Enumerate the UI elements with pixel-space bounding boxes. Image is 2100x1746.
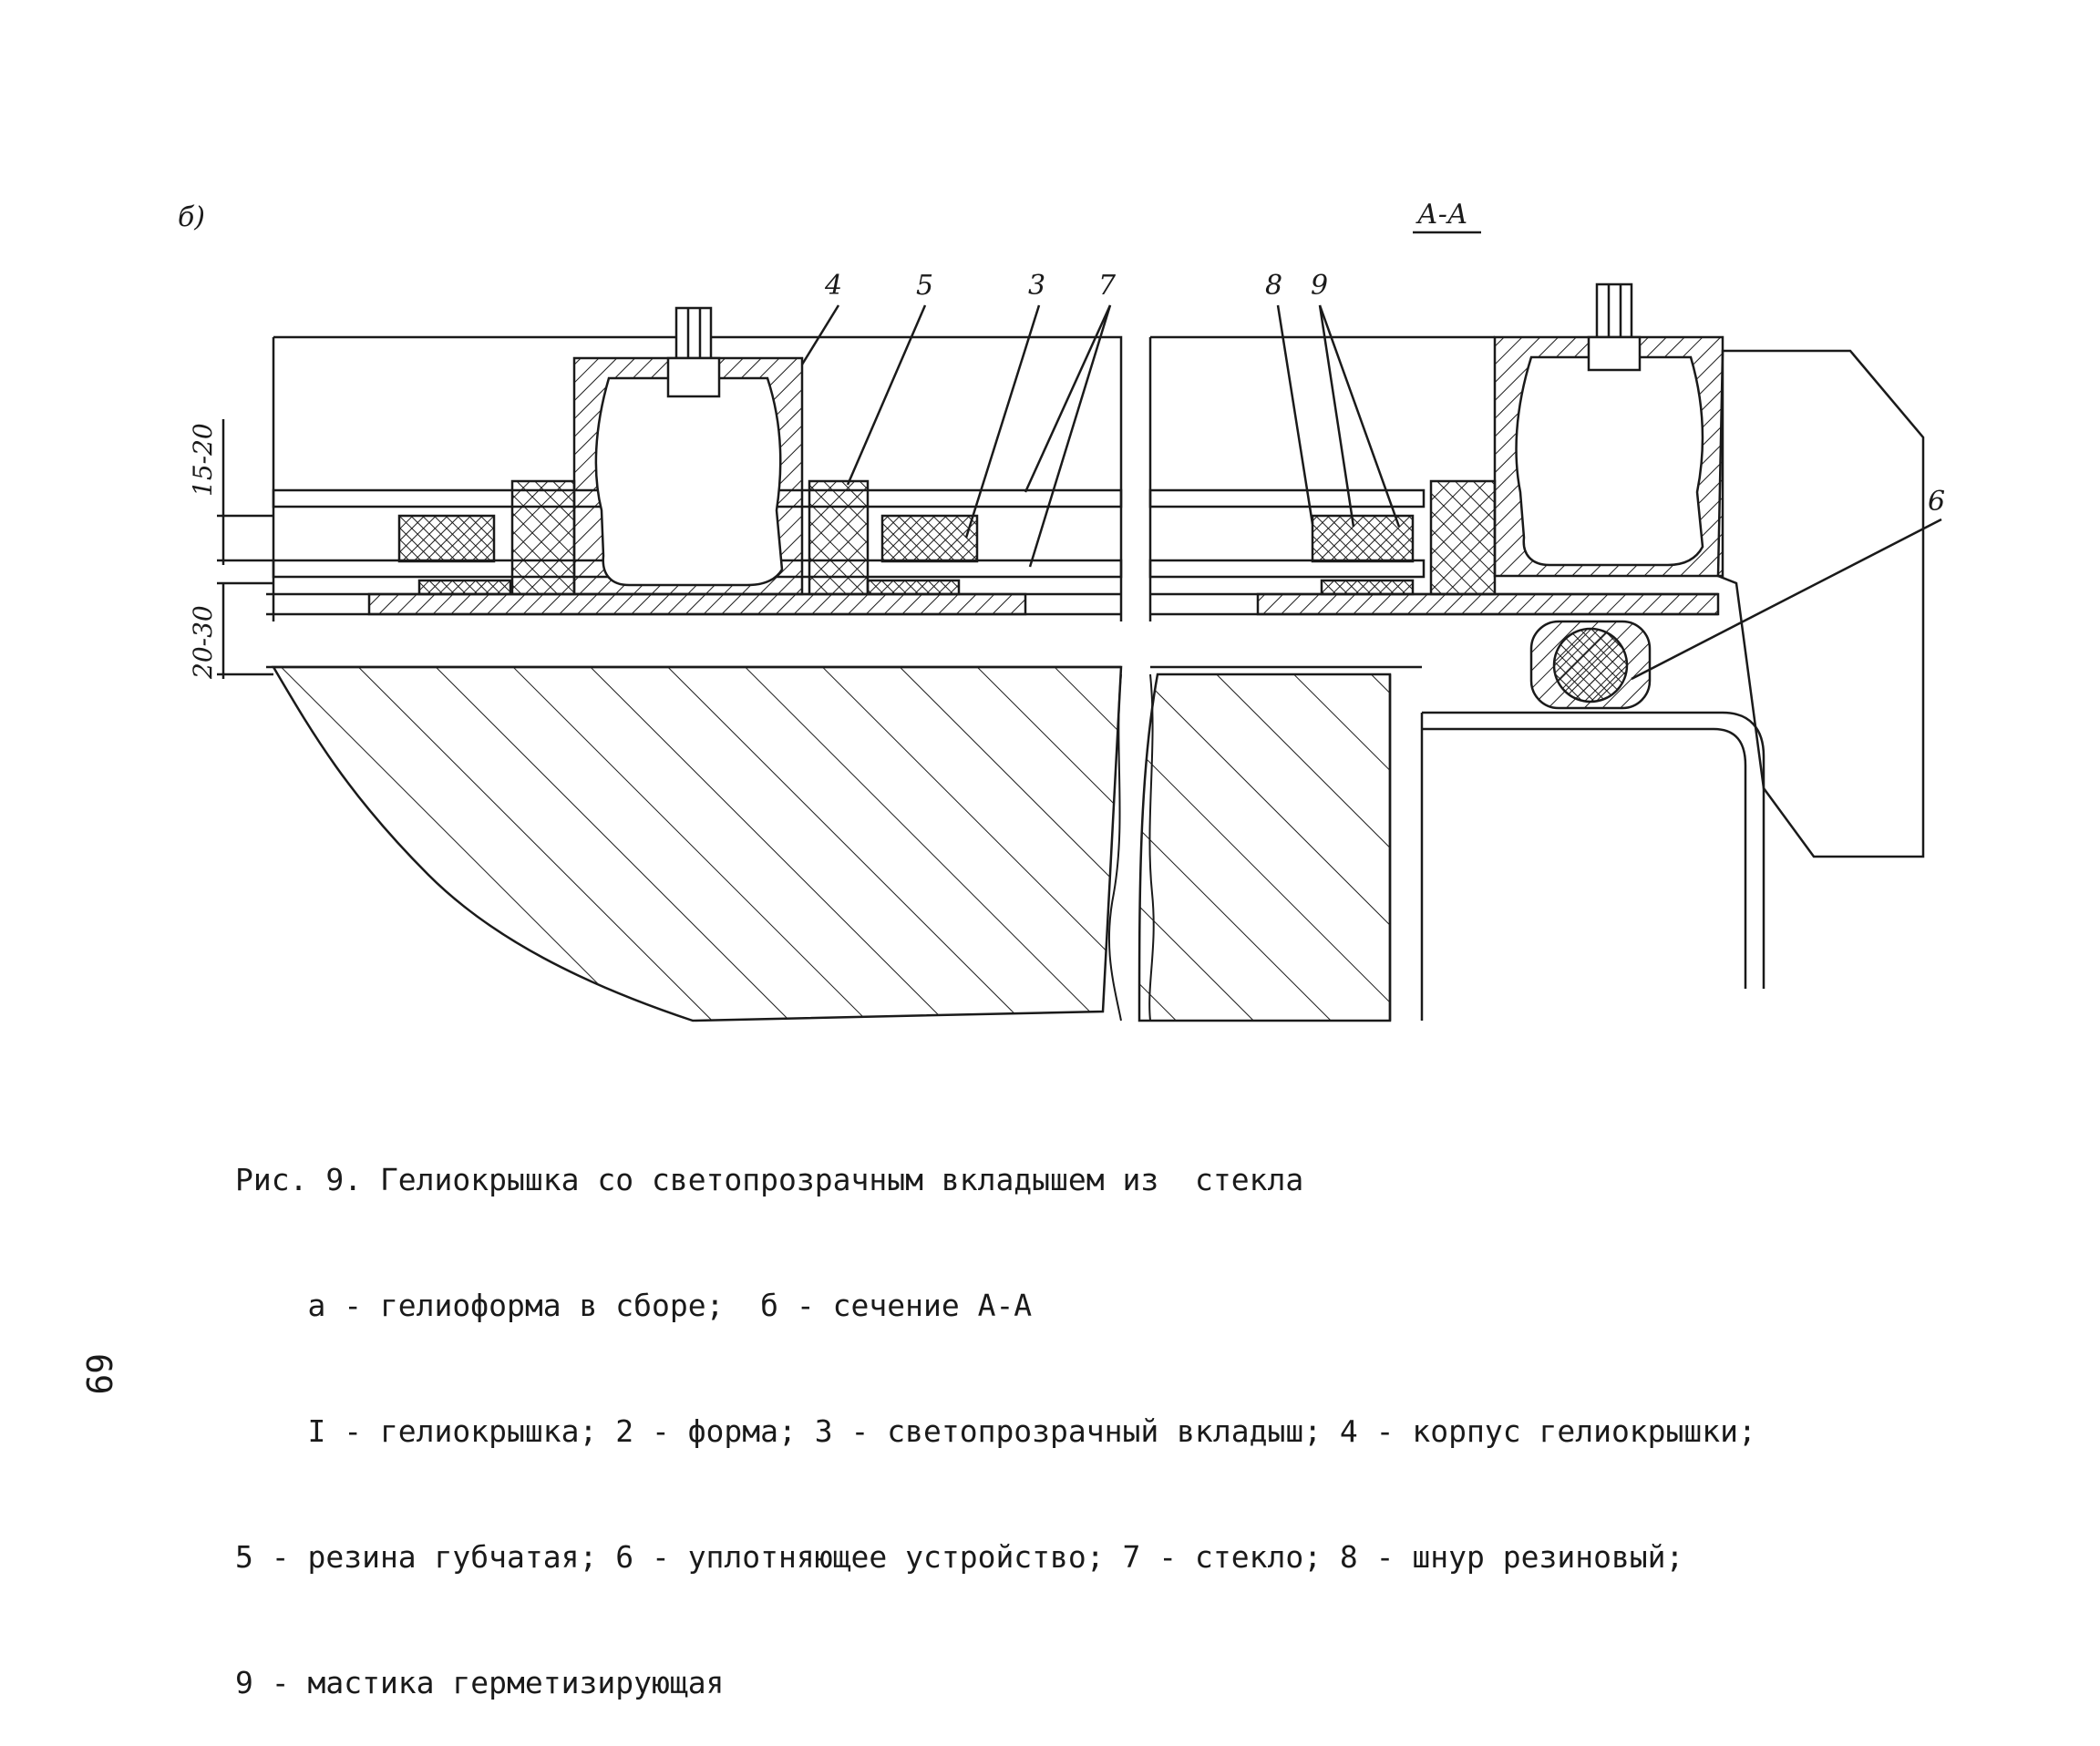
leader-6: [1631, 518, 1942, 681]
bolt-left: [674, 306, 713, 360]
dimension-20-30: [217, 581, 273, 679]
insert-left-a: [397, 514, 496, 563]
mastic-right: [1320, 579, 1415, 596]
leader-7a: [1024, 304, 1112, 493]
callout-4: 4: [824, 270, 842, 302]
dimension-15-20: [217, 419, 273, 565]
form-body-right: [1138, 673, 1392, 1022]
caption-line-5: 9 - мастика герметизирующая: [235, 1665, 725, 1700]
mastic-left-a: [417, 579, 512, 596]
callout-8: 8: [1265, 270, 1282, 302]
seal-cord-6: [1552, 627, 1629, 704]
caption-line-3: I - гелиокрышка; 2 - форма; 3 - светопро…: [235, 1413, 1756, 1449]
sponge-rubber-right: [1429, 479, 1497, 596]
callout-6: 6: [1928, 486, 1945, 518]
callout-9: 9: [1311, 270, 1328, 302]
form-body-left: [271, 665, 1123, 1022]
callout-3: 3: [1028, 270, 1045, 302]
sponge-rubber-left-b: [808, 479, 870, 596]
base-plate-right: [1256, 592, 1720, 616]
callout-7: 7: [1098, 270, 1117, 302]
base-plate-left: [367, 592, 1027, 616]
dim-label-15-20: 15-20: [188, 423, 218, 497]
leader-9b: [1318, 304, 1401, 528]
leader-7b: [1028, 304, 1112, 568]
leader-9a: [1318, 304, 1355, 528]
support-frame: [1422, 711, 1765, 989]
mastic-left-b: [866, 579, 961, 596]
technical-drawing: б) А-А 15-20 20-30 4 5 3 7 8 9 6: [178, 199, 1945, 1022]
insert-left-b: [880, 514, 979, 563]
glass-bottom-right: [1148, 559, 1426, 579]
leader-8: [1276, 304, 1314, 525]
flange-right: [1716, 349, 1925, 858]
break-line: [1107, 673, 1122, 1022]
caption-line-1: Рис. 9. Гелиокрышка со светопрозрачным в…: [235, 1162, 1304, 1197]
leader-3: [964, 304, 1041, 539]
dim-label-20-30: 20-30: [188, 605, 218, 680]
figure-caption: Рис. 9. Гелиокрышка со светопрозрачным в…: [235, 1075, 1756, 1746]
page-number: 69: [78, 1353, 118, 1395]
glass-top-right: [1148, 488, 1426, 508]
bolt-right: [1595, 282, 1633, 339]
sponge-rubber-left-a: [510, 479, 576, 596]
callout-5: 5: [916, 270, 933, 302]
section-label: А-А: [1415, 199, 1468, 231]
caption-line-2: а - гелиоформа в сборе; б - сечение А-А: [235, 1288, 1033, 1323]
leader-4: [800, 304, 840, 365]
leader-5: [846, 304, 927, 486]
caption-line-4: 5 - резина губчатая; 6 - уплотняющее уст…: [235, 1539, 1684, 1575]
part-label: б): [178, 201, 205, 233]
insert-right: [1311, 514, 1415, 563]
